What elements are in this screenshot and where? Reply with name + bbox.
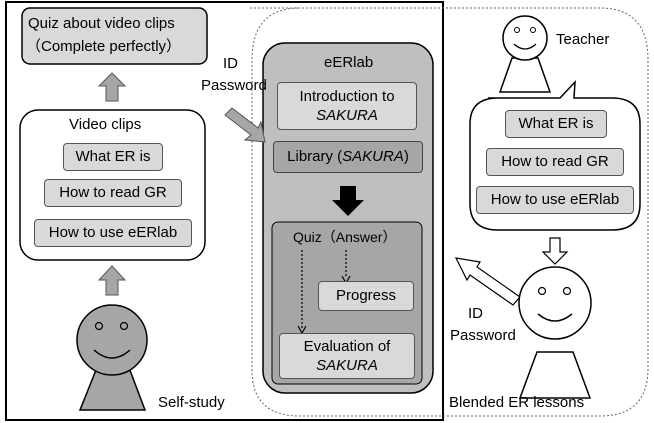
intro-sakura-box: Introduction to SAKURA	[277, 82, 417, 130]
student-figure-icon	[76, 304, 148, 411]
evaluation-line2: SAKURA	[316, 357, 378, 374]
down-arrow-icon	[332, 186, 364, 216]
library-prefix: Library (	[287, 148, 343, 165]
quiz-video-title: Quiz about video clips	[28, 15, 175, 32]
blended-read-gr: How to read GR	[486, 148, 624, 176]
self-study-frame	[5, 1, 444, 421]
intro-line1: Introduction to	[299, 88, 395, 105]
blended-use-eerlab: How to use eERlab	[476, 186, 634, 214]
teacher-label: Teacher	[556, 31, 610, 48]
hollow-down-arrow-icon	[541, 237, 569, 265]
quiz-answer-label: Quiz（Answer）	[293, 229, 397, 245]
evaluation-line1: Evaluation of	[303, 338, 391, 355]
library-box: Library (SAKURA)	[273, 141, 423, 173]
blended-what-er: What ER is	[505, 110, 607, 138]
quiz-video-subtitle: （Complete perfectly）	[26, 38, 182, 55]
up-arrow-top-icon	[97, 72, 127, 102]
up-arrow-bottom-icon	[97, 265, 127, 296]
quiz-video-box	[21, 7, 208, 65]
self-study-label: Self-study	[158, 394, 225, 411]
password-label-left: Password	[201, 77, 267, 94]
library-suffix: )	[403, 148, 409, 165]
diagonal-arrow-icon	[224, 107, 266, 143]
video-clips-title: Video clips	[69, 116, 142, 133]
library-sakura: SAKURA	[342, 148, 404, 165]
clip-what-er: What ER is	[63, 143, 163, 171]
hollow-diagonal-arrow-icon	[454, 257, 521, 306]
teacher-figure-icon	[498, 15, 552, 93]
clip-read-gr: How to read GR	[44, 179, 182, 207]
blended-footer-label: Blended ER lessons	[449, 394, 585, 411]
clip-use-eerlab: How to use eERlab	[34, 219, 192, 247]
id-label-left: ID	[223, 55, 238, 72]
evaluation-box: Evaluation of SAKURA	[279, 333, 415, 379]
id-label-right: ID	[468, 305, 483, 322]
learner-figure-icon	[518, 266, 592, 399]
password-label-right: Password	[450, 327, 516, 344]
progress-box: Progress	[318, 281, 414, 311]
eerlab-title: eERlab	[324, 54, 374, 71]
intro-line2: SAKURA	[316, 107, 378, 124]
